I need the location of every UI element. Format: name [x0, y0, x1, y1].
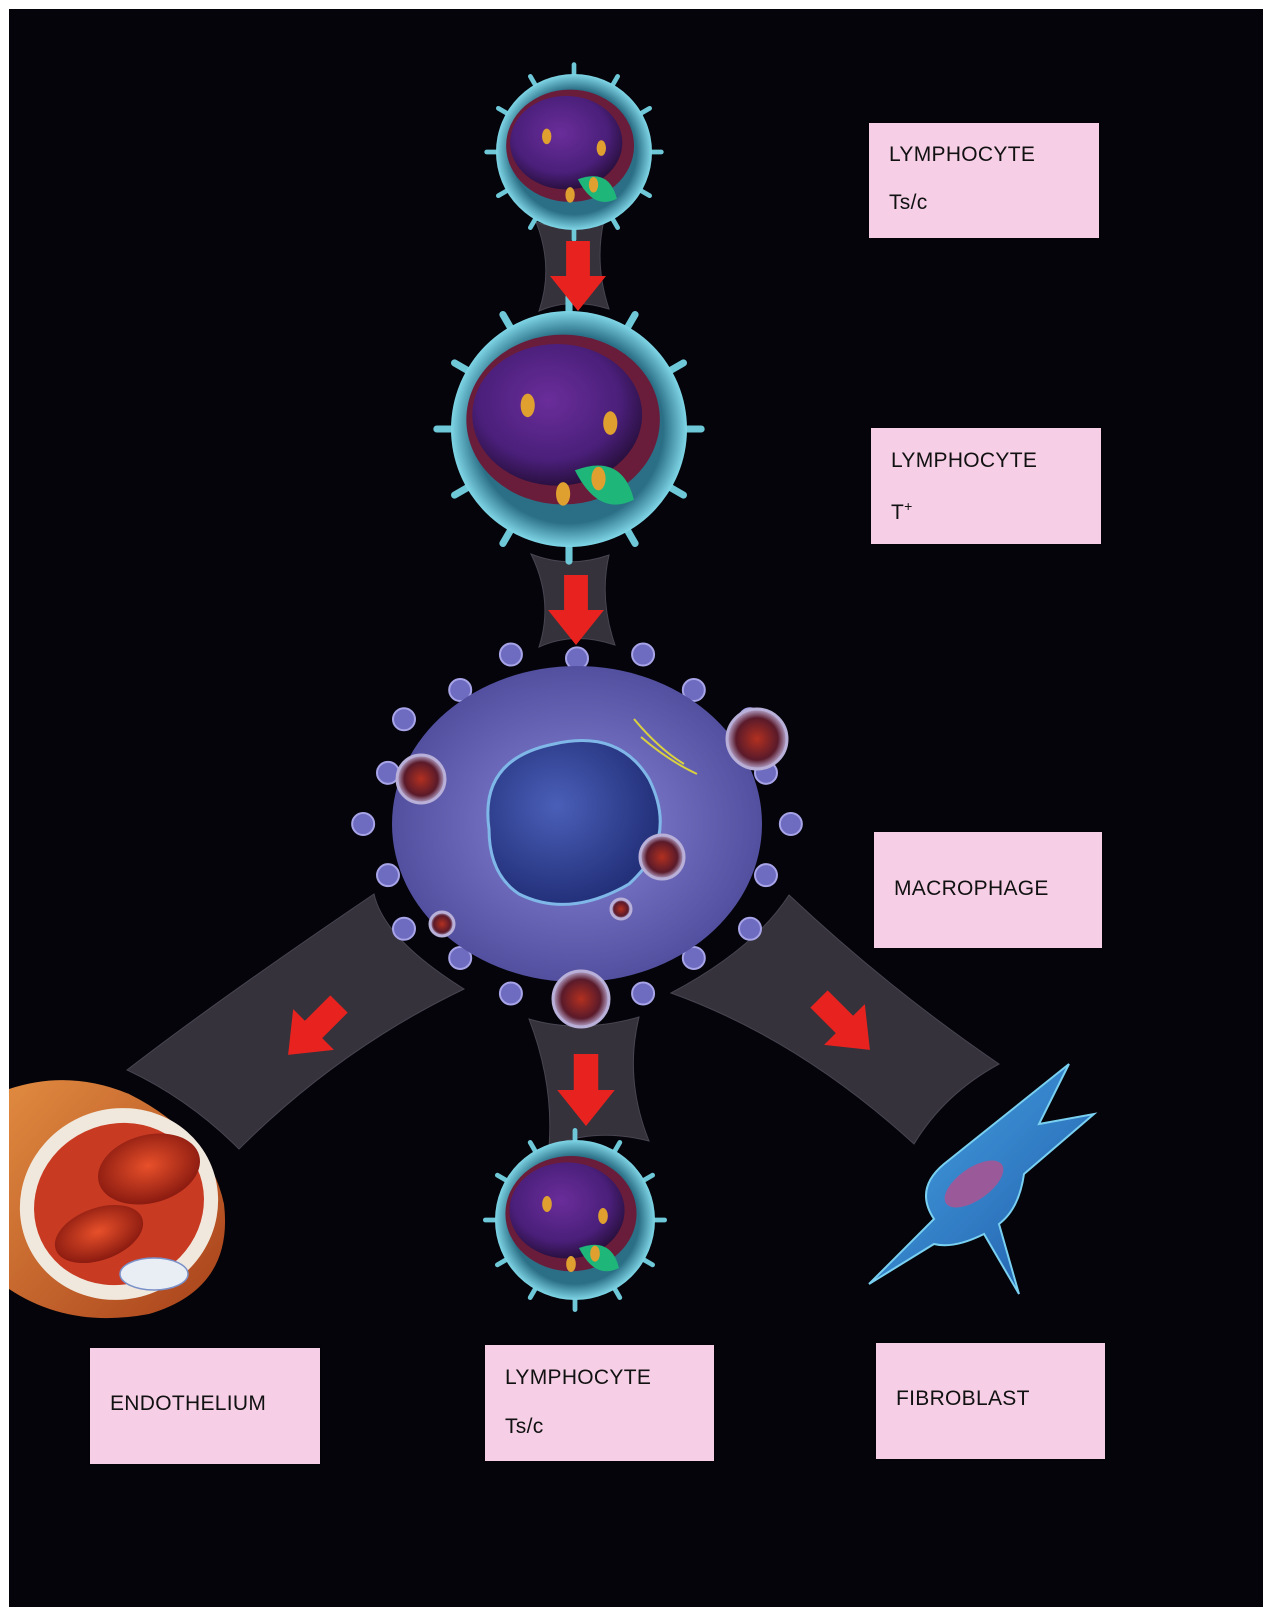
pseudopod: [780, 813, 802, 835]
vacuole: [553, 971, 609, 1027]
pseudopod: [632, 644, 654, 666]
lymphocyte-tplus-cell: [437, 297, 701, 561]
vacuole: [430, 912, 454, 936]
mitochondrion: [565, 187, 574, 203]
fibroblast-label: FIBROBLAST: [896, 1387, 1030, 1411]
fibroblast-label-box: FIBROBLAST: [876, 1343, 1105, 1459]
endothelial-cell: [120, 1258, 188, 1290]
mitochondrion: [589, 177, 598, 193]
mitochondrion: [556, 482, 570, 506]
pseudopod: [352, 813, 374, 835]
lymphocyte-tsc-bottom-sublabel: Ts/c: [505, 1415, 544, 1439]
lymphocyte-tplus-label-box: LYMPHOCYTE T+: [871, 428, 1101, 544]
diagram-canvas: LYMPHOCYTE Ts/c LYMPHOCYTE T+ MACROPHAGE…: [9, 9, 1263, 1607]
lymphocyte-tsc-bottom-label-box: LYMPHOCYTE Ts/c: [485, 1345, 714, 1461]
pseudopod: [393, 918, 415, 940]
mitochondrion: [542, 129, 551, 145]
vacuole: [397, 755, 445, 803]
vacuole: [727, 709, 787, 769]
mitochondrion: [566, 1256, 576, 1272]
lymphocyte-tsc-bottom-cell: [485, 1130, 664, 1309]
lymphocyte-tsc-top-label: LYMPHOCYTE: [889, 143, 1035, 167]
macrophage-nucleus: [488, 741, 660, 905]
pseudopod: [739, 918, 761, 940]
macrophage-label-box: MACROPHAGE: [874, 832, 1102, 948]
vacuole: [640, 835, 684, 879]
lymphocyte-tplus-label: LYMPHOCYTE: [891, 449, 1037, 473]
mitochondrion: [597, 140, 606, 156]
mitochondrion: [591, 467, 605, 491]
mitochondrion: [598, 1208, 608, 1224]
lymphocyte-tsc-bottom-label: LYMPHOCYTE: [505, 1366, 651, 1390]
nucleus: [509, 1162, 624, 1258]
mitochondrion: [542, 1196, 552, 1212]
nucleus: [472, 344, 642, 486]
lymphocyte-tsc-top-cell: [487, 65, 662, 240]
mitochondrion: [590, 1246, 600, 1262]
mitochondrion: [521, 394, 535, 418]
vacuole: [611, 899, 631, 919]
lymphocyte-tsc-top-sublabel: Ts/c: [889, 191, 928, 215]
lymphocyte-tplus-sublabel-sup: +: [904, 498, 912, 514]
macrophage-label: MACROPHAGE: [894, 877, 1049, 901]
pseudopod: [377, 864, 399, 886]
pseudopod: [500, 982, 522, 1004]
pseudopod: [500, 644, 522, 666]
lymphocyte-tsc-top-label-box: LYMPHOCYTE Ts/c: [869, 123, 1099, 238]
lymphocyte-tplus-sublabel: T: [891, 501, 904, 524]
nucleus: [510, 96, 622, 190]
endothelium-label-box: ENDOTHELIUM: [90, 1348, 320, 1464]
pseudopod: [632, 982, 654, 1004]
pseudopod: [755, 864, 777, 886]
endothelium-label: ENDOTHELIUM: [110, 1392, 266, 1416]
pseudopod: [393, 708, 415, 730]
mitochondrion: [603, 411, 617, 435]
